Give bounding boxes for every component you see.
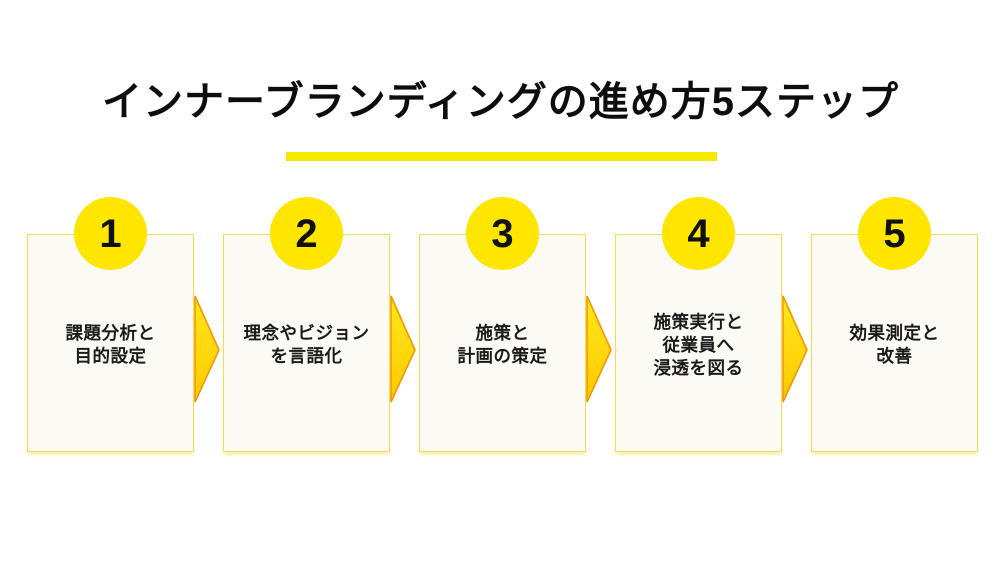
- step-label: 効果測定と 改善: [849, 323, 940, 366]
- step-label: 課題分析と 目的設定: [65, 323, 156, 366]
- step-number: 1: [99, 211, 122, 256]
- step-box-4: 施策実行と 従業員へ 浸透を図る: [615, 234, 782, 452]
- arrow-right-icon: [586, 295, 612, 403]
- step-number-badge-3: 3: [466, 197, 539, 270]
- step-number-badge-5: 5: [858, 197, 931, 270]
- title-underline-bar: [286, 152, 717, 161]
- step-label: 施策と 計画の策定: [457, 323, 548, 366]
- step-number: 3: [491, 211, 514, 256]
- step-number: 2: [295, 211, 318, 256]
- step-number-badge-4: 4: [662, 197, 735, 270]
- step-number: 4: [687, 211, 710, 256]
- step-label: 施策実行と 従業員へ 浸透を図る: [653, 311, 744, 378]
- step-box-3: 施策と 計画の策定: [419, 234, 586, 452]
- arrow-right-icon: [194, 295, 220, 403]
- step-number-badge-1: 1: [74, 197, 147, 270]
- step-number: 5: [883, 211, 906, 256]
- step-label: 理念やビジョン を言語化: [243, 323, 370, 366]
- arrow-right-icon: [390, 295, 416, 403]
- page-title: インナーブランディングの進め方5ステップ: [101, 80, 900, 124]
- step-box-1: 課題分析と 目的設定: [27, 234, 194, 452]
- arrow-right-icon: [782, 295, 808, 403]
- step-box-2: 理念やビジョン を言語化: [223, 234, 390, 452]
- step-box-5: 効果測定と 改善: [811, 234, 978, 452]
- step-number-badge-2: 2: [270, 197, 343, 270]
